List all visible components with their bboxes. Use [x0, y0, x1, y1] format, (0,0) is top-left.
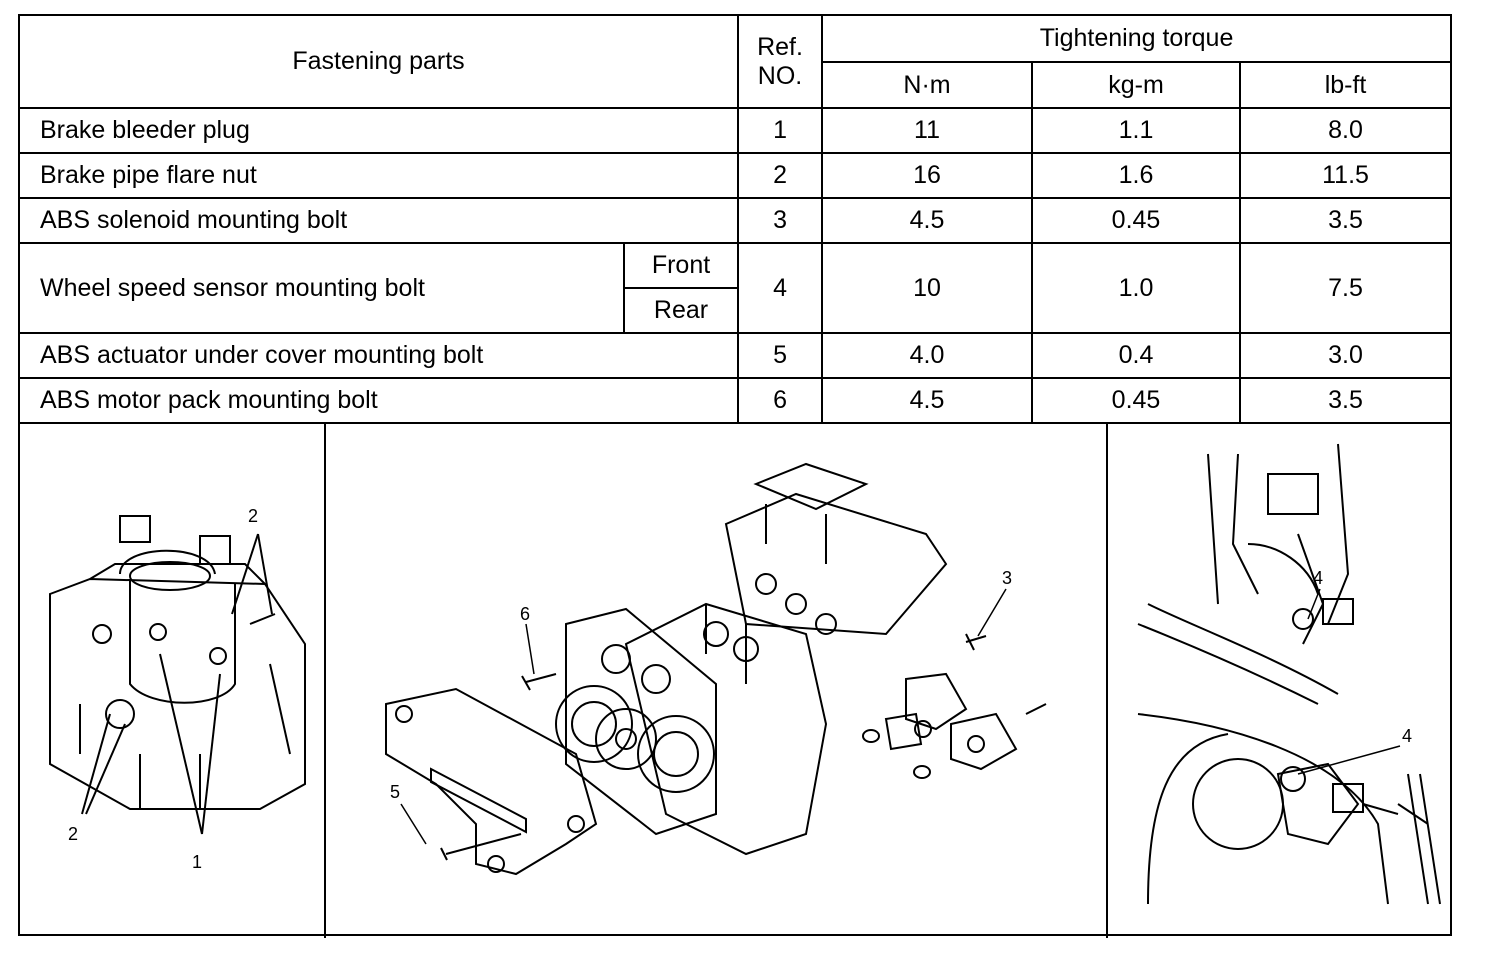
wheel-speed-sensor-drawing: 4 4 [1137, 443, 1441, 905]
header-tightening-torque: Tightening torque [821, 16, 1451, 63]
callout-2-top: 2 [248, 506, 258, 526]
torque-nm: 10 [821, 242, 1034, 334]
torque-lbft: 3.5 [1239, 197, 1451, 244]
part-name: Brake pipe flare nut [20, 152, 740, 199]
ref-no: 2 [737, 152, 824, 199]
figure-abs-actuator-exploded: 6 3 5 [326, 424, 1108, 938]
torque-kgm: 1.6 [1031, 152, 1242, 199]
torque-kgm: 1.1 [1031, 107, 1242, 154]
header-unit-kgm: kg-m [1031, 61, 1242, 109]
ref-no: 5 [737, 332, 824, 379]
table-row: ABS motor pack mounting bolt 6 4.5 0.45 … [20, 377, 1451, 424]
torque-nm: 4.5 [821, 377, 1034, 424]
torque-spec-sheet: Fastening parts Ref.NO. Tightening torqu… [18, 14, 1452, 938]
callout-5: 5 [390, 782, 400, 802]
torque-kgm: 1.0 [1031, 242, 1242, 334]
table-row: ABS actuator under cover mounting bolt 5… [20, 332, 1451, 379]
ref-no: 3 [737, 197, 824, 244]
sub-position-front: Front [622, 242, 740, 289]
figure-hydraulic-unit: 2 2 1 [20, 424, 326, 938]
table-row: Brake bleeder plug 1 11 1.1 8.0 [20, 107, 1451, 154]
torque-lbft: 7.5 [1239, 242, 1451, 334]
torque-nm: 16 [821, 152, 1034, 199]
header-fastening-parts: Fastening parts [20, 16, 740, 109]
part-name: ABS solenoid mounting bolt [20, 197, 740, 244]
table-row: Wheel speed sensor mounting bolt Front 4… [20, 242, 1451, 334]
header-ref-no: Ref.NO. [737, 16, 824, 109]
torque-kgm: 0.4 [1031, 332, 1242, 379]
sub-position-rear: Rear [624, 287, 739, 334]
torque-lbft: 3.0 [1239, 332, 1451, 379]
ref-no: 4 [737, 242, 824, 334]
callout-3: 3 [1002, 568, 1012, 588]
ref-no: 6 [737, 377, 824, 424]
header-unit-nm: N·m [822, 61, 1034, 109]
torque-lbft: 8.0 [1239, 107, 1451, 154]
torque-lbft: 3.5 [1239, 377, 1451, 424]
table-row: Rear [20, 287, 1450, 334]
torque-table: Fastening parts Ref.NO. Tightening torqu… [20, 16, 1451, 424]
torque-nm: 11 [821, 107, 1034, 154]
torque-kgm: 0.45 [1031, 197, 1242, 244]
part-name: ABS actuator under cover mounting bolt [20, 332, 740, 379]
abs-actuator-drawing: 6 3 5 [385, 462, 1047, 876]
torque-nm: 4.5 [821, 197, 1034, 244]
table-row: ABS solenoid mounting bolt 3 4.5 0.45 3.… [20, 197, 1451, 244]
torque-kgm: 0.45 [1031, 377, 1242, 424]
callout-1: 1 [192, 852, 202, 872]
callout-4-bottom: 4 [1402, 726, 1412, 746]
callout-2-bottom: 2 [68, 824, 78, 844]
header-unit-lbft: lb-ft [1239, 61, 1451, 109]
callout-6: 6 [520, 604, 530, 624]
torque-nm: 4.0 [821, 332, 1034, 379]
hydraulic-unit-drawing: 2 2 1 [49, 506, 306, 872]
table-row: Brake pipe flare nut 2 16 1.6 11.5 [20, 152, 1451, 199]
callout-4-top: 4 [1313, 568, 1323, 588]
illustration-panel: 2 2 1 [20, 422, 1450, 938]
ref-no: 1 [737, 107, 824, 154]
figure-wheel-speed-sensors: 4 4 [1108, 424, 1450, 938]
part-name: ABS motor pack mounting bolt [20, 377, 740, 424]
part-name: Brake bleeder plug [20, 107, 740, 154]
part-name: Wheel speed sensor mounting bolt [20, 242, 625, 334]
torque-lbft: 11.5 [1239, 152, 1451, 199]
